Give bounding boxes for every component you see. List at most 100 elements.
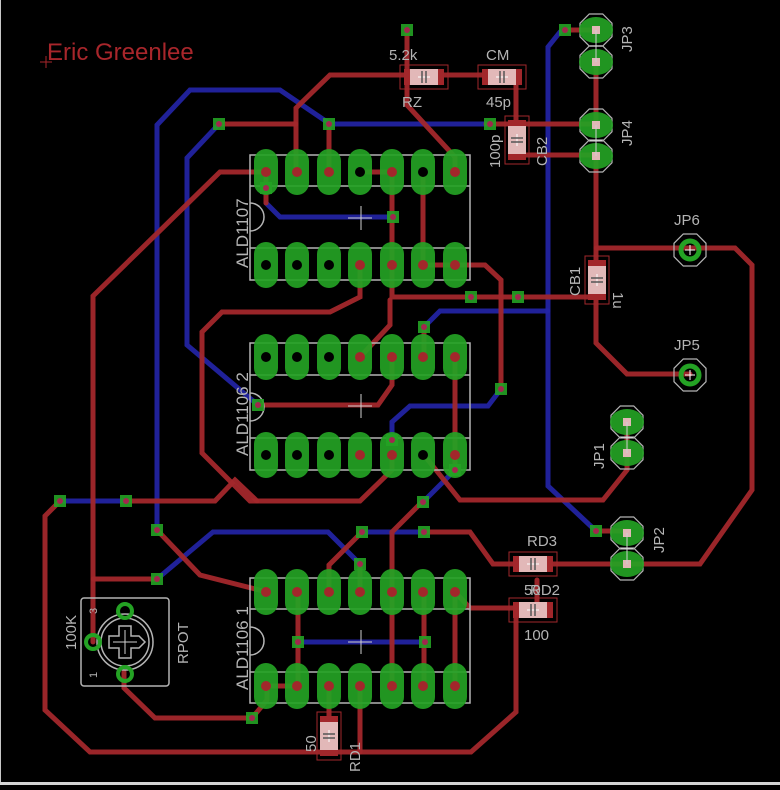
rpot-value: 100K (63, 615, 80, 650)
via (292, 636, 304, 648)
header-jp6[interactable] (673, 233, 707, 267)
via (418, 321, 430, 333)
rd3-value: 50 (524, 582, 541, 599)
rd1-name: RD1 (347, 742, 364, 772)
dip-pad (254, 663, 278, 709)
cb1-value: 1u (609, 292, 626, 309)
dip-pad (285, 334, 309, 380)
dip-pad (254, 242, 278, 288)
rpot-trimmer[interactable] (80, 597, 170, 687)
via (151, 573, 163, 585)
dip-pad (411, 432, 435, 478)
smd-parts (316, 64, 610, 761)
smd-cm[interactable] (477, 64, 527, 90)
top-trace (593, 245, 755, 567)
smd-rz[interactable] (399, 64, 449, 90)
dip-pad (380, 663, 404, 709)
rpot-wiper-pad (84, 633, 102, 651)
board-edge-left (0, 0, 1, 783)
dip-pad (443, 569, 467, 615)
dip-pad (380, 334, 404, 380)
bottom-trace (154, 87, 493, 533)
via (120, 495, 132, 507)
dip-pad (411, 663, 435, 709)
rpot-adjust-icon (108, 625, 147, 659)
dip-pad (348, 432, 372, 478)
board-title: Eric Greenlee (47, 39, 194, 66)
bottom-trace (421, 308, 551, 330)
dip-pad (411, 242, 435, 288)
smd-rd2[interactable] (508, 597, 558, 623)
via (387, 211, 399, 223)
dip-pad (285, 432, 309, 478)
dip-pad (317, 432, 341, 478)
via (151, 524, 163, 536)
cb1-name: CB1 (567, 267, 584, 296)
via (401, 24, 413, 36)
smd-cb1[interactable] (584, 255, 610, 305)
header-jp3[interactable] (579, 13, 613, 79)
via (356, 526, 368, 538)
dip-pad (443, 663, 467, 709)
via (495, 383, 507, 395)
dip-pad (411, 569, 435, 615)
headers (579, 13, 707, 581)
dip-pad (411, 149, 435, 195)
top-trace (199, 262, 395, 504)
dip-pad (443, 149, 467, 195)
smd-rd3[interactable] (508, 551, 558, 577)
dip-pad (285, 242, 309, 288)
via (559, 24, 571, 36)
rpot-outline (80, 597, 170, 687)
header-jp4[interactable] (579, 108, 613, 173)
dip-pad (285, 663, 309, 709)
top-trace (123, 476, 260, 504)
jp6-label: JP6 (674, 212, 700, 229)
cm-value: 45p (486, 94, 511, 111)
rpot-pin1-label: 1 (88, 672, 100, 678)
smd-rd1[interactable] (316, 711, 342, 761)
ic-bot-label: ALD1106 1 (233, 606, 252, 690)
dip-pad (317, 149, 341, 195)
rd1-value: 50 (303, 735, 320, 752)
dip-pad (348, 334, 372, 380)
via (419, 636, 431, 648)
dip-pad (443, 242, 467, 288)
dip-pad (380, 149, 404, 195)
header-jp5[interactable] (673, 358, 707, 392)
via (386, 434, 398, 446)
bottom-trace (184, 121, 261, 408)
via (484, 118, 496, 130)
header-jp1[interactable] (610, 405, 644, 470)
dip-pad (317, 569, 341, 615)
top-trace (154, 527, 270, 595)
dip-pad (348, 149, 372, 195)
ic-mid-label: ALD1106 2 (233, 372, 252, 456)
top-trace (593, 292, 693, 377)
dip-pads (254, 149, 467, 709)
rd3-name: RD3 (527, 533, 557, 550)
via (213, 118, 225, 130)
dip-pad (348, 242, 372, 288)
via (260, 182, 272, 194)
dip-pad (411, 334, 435, 380)
rpot-pin3-label: 3 (88, 608, 100, 614)
dip-pad (254, 334, 278, 380)
dip-pad (380, 242, 404, 288)
via (54, 495, 66, 507)
dip-pad (348, 569, 372, 615)
vias (54, 24, 602, 724)
via (323, 118, 335, 130)
via (449, 464, 461, 476)
header-jp2[interactable] (610, 516, 644, 581)
labels: Eric Greenlee 5.2k RZ CM 45p 100p CB2 CB… (40, 26, 700, 772)
dip-pad (254, 569, 278, 615)
bottom-trace (389, 386, 504, 443)
dip-pad (317, 663, 341, 709)
dip-pad (285, 569, 309, 615)
smd-cb2[interactable] (504, 115, 530, 165)
rpot-pin1-pad (116, 665, 134, 683)
dip-pad (380, 569, 404, 615)
via (246, 712, 258, 724)
